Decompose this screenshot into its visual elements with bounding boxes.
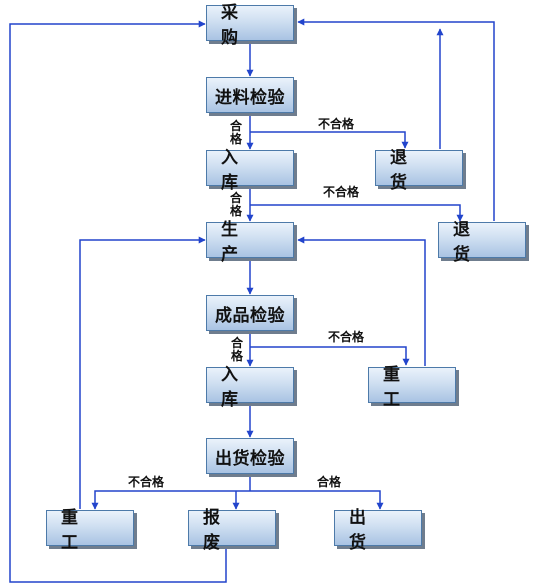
label-fail-incoming: 不合格: [318, 117, 355, 131]
node-product-inspection: 成品检验: [206, 295, 294, 331]
label-pass-storage: 合格: [229, 191, 242, 218]
node-purchase: 采 购: [206, 3, 294, 48]
arrow-storage-fail-to-return: [250, 204, 464, 222]
node-return-1: 退 货: [375, 148, 463, 193]
node-shipment-inspection: 出货检验: [206, 438, 294, 474]
label-fail-shipment: 不合格: [128, 475, 165, 489]
node-production: 生 产: [206, 220, 294, 265]
node-rework-2: 重 工: [46, 508, 134, 553]
node-storage-2: 入 库: [206, 365, 294, 410]
arrow-rework-2-to-production: [79, 236, 206, 509]
arrow-rework-to-production: [297, 236, 426, 366]
node-rework-1: 重 工: [368, 365, 456, 410]
arrow-return-2-to-purchase: [297, 18, 495, 221]
arrow-scrap-to-purchase: [9, 20, 227, 583]
label-fail-product: 不合格: [328, 330, 365, 344]
label-pass-incoming: 合格: [229, 119, 242, 146]
arrow-incoming-fail-to-return: [250, 131, 409, 149]
node-scrap: 报 废: [188, 508, 276, 553]
label-fail-storage: 不合格: [323, 185, 360, 199]
node-incoming-inspection: 进料检验: [206, 77, 294, 113]
node-storage-1: 入 库: [206, 148, 294, 193]
node-return-2: 退 货: [438, 220, 526, 265]
node-ship: 出 货: [334, 508, 422, 553]
arrow-shipment-fail-to-rework: [91, 490, 250, 510]
label-pass-product: 合格: [230, 336, 243, 363]
arrow-shipment-pass-to-ship: [250, 490, 384, 510]
arrow-product-fail-to-rework: [250, 346, 410, 366]
label-pass-shipment: 合格: [317, 475, 342, 489]
